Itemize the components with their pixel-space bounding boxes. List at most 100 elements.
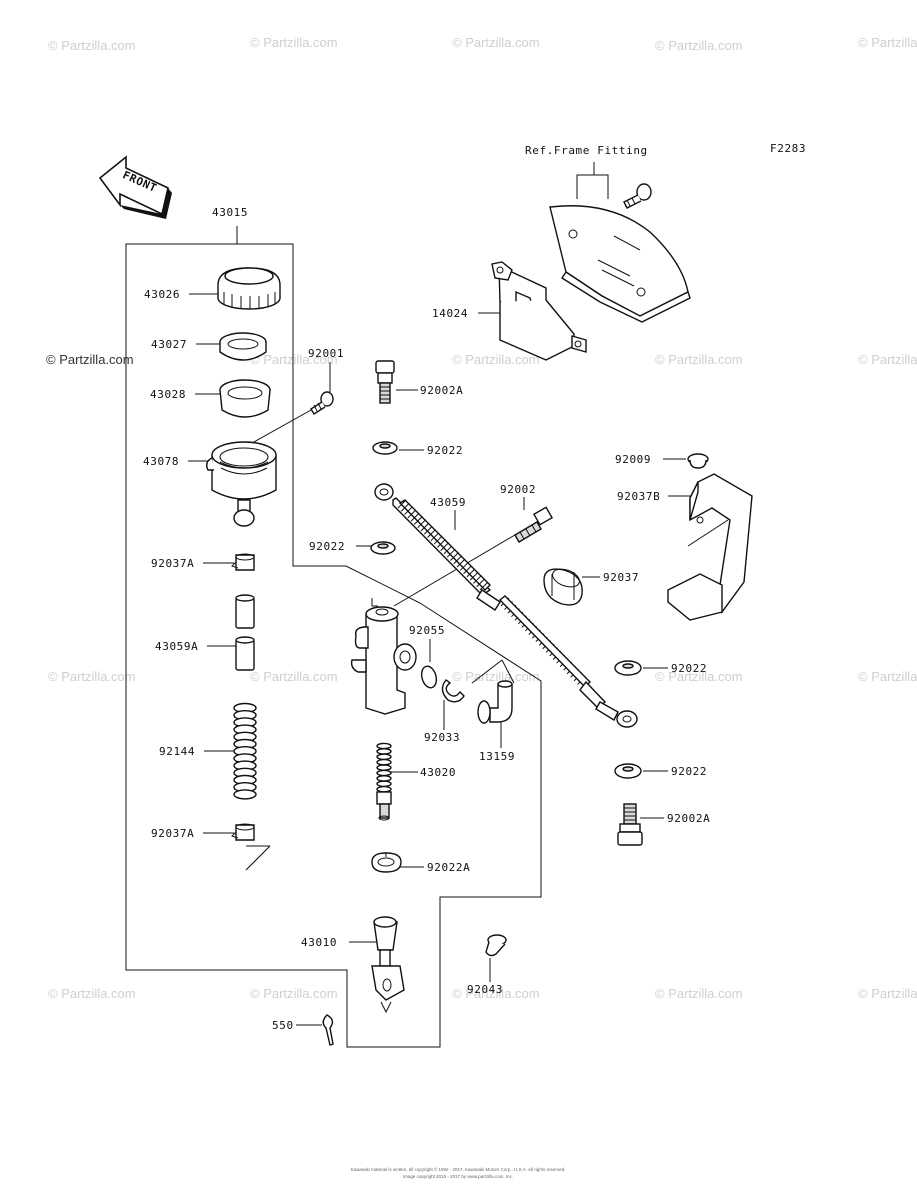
- hose-rib: [407, 509, 417, 519]
- assembly-outline: [125, 243, 542, 1048]
- cap-43026: [217, 267, 281, 310]
- screw-ref-frame: [623, 183, 652, 209]
- spring-coil: [376, 753, 392, 761]
- label-92037: 92037: [603, 571, 639, 584]
- piston-43020: [376, 742, 392, 821]
- watermark: © Partzilla.com: [858, 35, 917, 50]
- plate-43027: [219, 332, 267, 361]
- ref-frame-fitting-label: Ref.Frame Fitting: [525, 144, 648, 157]
- hose-rib: [456, 558, 466, 568]
- label-92037A-top: 92037A: [151, 557, 194, 570]
- watermark: © Partzilla.com: [46, 352, 134, 367]
- spring-coil: [376, 785, 392, 793]
- fitting-13159: [477, 680, 513, 724]
- label-92055: 92055: [409, 624, 445, 637]
- hose-rib: [414, 516, 423, 525]
- watermark: © Partzilla.com: [452, 986, 540, 1001]
- hose-rib: [433, 535, 443, 545]
- hose-43059: [374, 483, 638, 728]
- label-43015: 43015: [212, 206, 248, 219]
- master-cylinder-body: [350, 598, 417, 715]
- hose-rib: [450, 552, 459, 561]
- hose-rib: [443, 545, 453, 555]
- label-92037B: 92037B: [617, 490, 660, 503]
- label-92002: 92002: [500, 483, 536, 496]
- hose-rib: [437, 539, 446, 548]
- label-43026: 43026: [144, 288, 180, 301]
- guard-14024: [491, 205, 691, 361]
- watermark: © Partzilla.com: [48, 986, 136, 1001]
- stopper-92022A: [371, 852, 402, 873]
- circlip-92033: [441, 679, 465, 703]
- clamp-92037A-top: [231, 553, 255, 571]
- label-92037A-bottom: 92037A: [151, 827, 194, 840]
- screw-92001: [310, 391, 334, 415]
- label-92043: 92043: [467, 983, 503, 996]
- hose-rib: [476, 578, 486, 588]
- label-43028: 43028: [150, 388, 186, 401]
- copyright-line-1: Kawasaki material is written, all copyri…: [351, 1166, 566, 1172]
- spring-coil: [376, 769, 392, 777]
- watermark: © Partzilla.com: [452, 35, 540, 50]
- oring-92055: [420, 665, 438, 689]
- hose-43059A: [235, 594, 255, 671]
- watermark: © Partzilla.com: [250, 352, 338, 367]
- label-43059: 43059: [430, 496, 466, 509]
- pushrod-43010: [371, 916, 405, 1014]
- spring-coil: [376, 775, 392, 782]
- washer-92022-b: [370, 541, 396, 555]
- label-14024: 14024: [432, 307, 468, 320]
- label-92002A-bottom: 92002A: [667, 812, 710, 825]
- label-43010: 43010: [301, 936, 337, 949]
- hose-rib: [466, 568, 476, 578]
- washer-92022-a: [372, 441, 398, 455]
- watermark: © Partzilla.com: [452, 352, 540, 367]
- label-92033: 92033: [424, 731, 460, 744]
- label-13159: 13159: [479, 750, 515, 763]
- watermark: © Partzilla.com: [858, 352, 917, 367]
- spring-coil: [376, 780, 392, 788]
- diagram-code: F2283: [770, 142, 806, 155]
- cap-92009: [687, 453, 709, 469]
- copyright-line-2: Image copyright 2015 - 2017 by www.partz…: [403, 1174, 513, 1179]
- hose-rib: [400, 502, 410, 512]
- hose-rib: [427, 529, 436, 538]
- bolt-92002A-top: [375, 360, 395, 404]
- bolt-92002A-bottom: [617, 803, 643, 846]
- spring-coil: [233, 789, 257, 800]
- diaphragm-43028: [219, 379, 271, 418]
- watermark: © Partzilla.com: [655, 352, 743, 367]
- spring-coil: [376, 742, 392, 750]
- watermark: © Partzilla.com: [452, 669, 540, 684]
- bracket-92037B: [667, 473, 753, 621]
- watermark: © Partzilla.com: [48, 669, 136, 684]
- hose-rib: [459, 561, 469, 571]
- watermark-layer: © Partzilla.com © Partzilla.com © Partzi…: [46, 35, 917, 1001]
- label-92022-b: 92022: [309, 540, 345, 553]
- watermark: © Partzilla.com: [655, 986, 743, 1001]
- clamp-92037A-bottom: [231, 823, 255, 841]
- label-92001: 92001: [308, 347, 344, 360]
- spring-coil: [376, 748, 392, 755]
- cotter-pin-550: [322, 1014, 334, 1046]
- spring-coil: [376, 764, 392, 771]
- watermark: © Partzilla.com: [655, 669, 743, 684]
- washer-92022-d: [614, 763, 642, 779]
- watermark: © Partzilla.com: [250, 986, 338, 1001]
- watermark: © Partzilla.com: [655, 38, 743, 53]
- reservoir-43078: [205, 441, 277, 527]
- bolt-92002: [514, 506, 554, 543]
- hose-rib: [430, 532, 440, 542]
- label-92022-c: 92022: [671, 662, 707, 675]
- washer-92022-c: [614, 660, 642, 676]
- hose-rib: [453, 555, 463, 565]
- label-92022-d: 92022: [671, 765, 707, 778]
- front-arrow-icon: FRONT: [98, 155, 172, 219]
- watermark: © Partzilla.com: [858, 669, 917, 684]
- hose-rib: [423, 525, 433, 535]
- grommet-92037: [543, 568, 583, 606]
- hose-rib: [417, 519, 427, 529]
- ref-bracket: [576, 174, 609, 199]
